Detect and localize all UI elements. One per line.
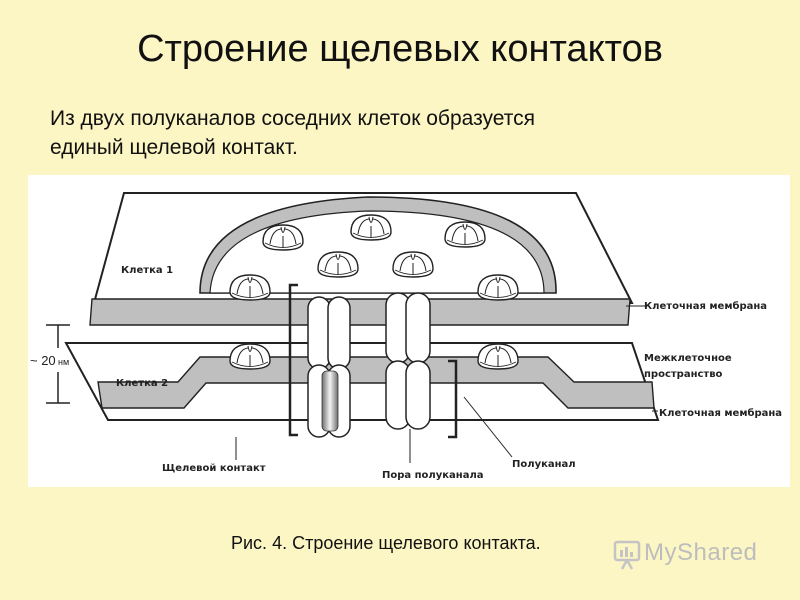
distance-value: ~ 20: [30, 353, 56, 368]
figure-caption: Рис. 4. Строение щелевого контакта.: [231, 533, 541, 553]
label-intercellular-2: пространство: [644, 369, 723, 380]
leader-lines: [235, 305, 658, 463]
hemichannel-left: [307, 296, 351, 438]
membrane-bottom-band: [97, 356, 655, 409]
subtitle-line-2: единый щелевой контакт.: [50, 136, 298, 159]
presentation-board-icon: [613, 540, 641, 570]
subtitle-line-1: Из двух полуканалов соседних клеток обра…: [50, 107, 535, 130]
slide-subtitle: Из двух полуканалов соседних клеток обра…: [50, 104, 750, 162]
label-hemichannel: Полуканал: [512, 459, 576, 470]
gap-junction-diagram: ~ 20 нм Клетка 1 Клетка 2 Клеточная мемб…: [28, 175, 790, 487]
gap-junction-bracket: [288, 283, 458, 439]
label-cell1: Клетка 1: [121, 265, 173, 276]
label-pore: Пора полуканала: [382, 470, 484, 481]
label-cell2: Клетка 2: [116, 378, 168, 389]
slide-title: Строение щелевых контактов: [137, 28, 663, 70]
label-gap-junction: Щелевой контакт: [162, 463, 266, 474]
label-membrane-bottom: Клеточная мембрана: [659, 407, 782, 419]
hemichannel-right: [385, 292, 431, 430]
label-membrane-top: Клеточная мембрана: [644, 300, 767, 312]
watermark-text: MyShared: [644, 539, 758, 566]
distance-unit: нм: [58, 357, 69, 367]
distance-bar: [46, 324, 70, 404]
label-intercellular-1: Межклеточное: [644, 353, 732, 364]
watermark: MyShared: [612, 537, 772, 571]
membrane-top-band: [89, 298, 631, 326]
